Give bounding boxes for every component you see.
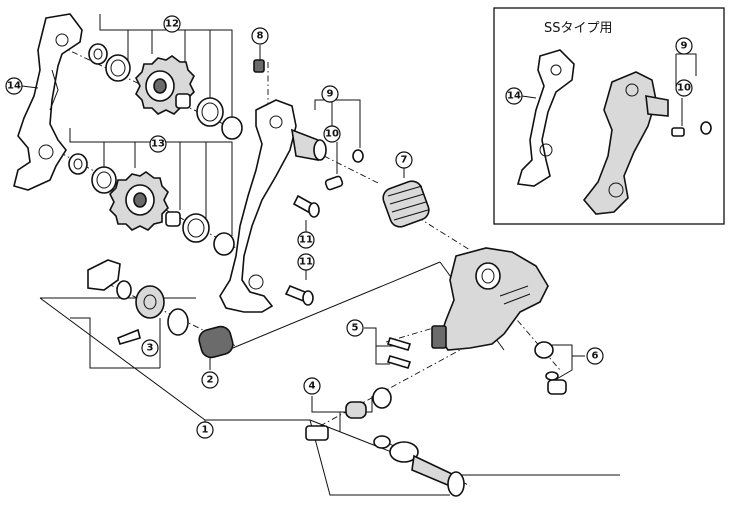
parts-9-10 xyxy=(324,149,364,191)
screws-part-11 xyxy=(284,194,320,306)
callout-9: 9 xyxy=(321,85,339,103)
svg-text:11: 11 xyxy=(299,235,313,246)
spring-part-7 xyxy=(382,180,430,228)
callout-12: 12 xyxy=(163,15,181,33)
svg-text:13: 13 xyxy=(151,139,165,150)
svg-text:12: 12 xyxy=(165,19,179,30)
callout-8: 8 xyxy=(251,27,269,45)
svg-text:8: 8 xyxy=(257,31,264,42)
callout-11-upper: 11 xyxy=(297,231,315,249)
callout-3: 3 xyxy=(141,339,159,357)
adjuster-part-4 xyxy=(305,387,392,441)
svg-text:1: 1 xyxy=(202,425,209,436)
svg-text:2: 2 xyxy=(207,375,214,386)
svg-text:7: 7 xyxy=(401,155,408,166)
callout-14: 14 xyxy=(5,77,23,95)
svg-text:10: 10 xyxy=(677,83,691,94)
callout-5: 5 xyxy=(346,319,364,337)
svg-text:6: 6 xyxy=(592,351,599,362)
inner-plate-part-14 xyxy=(13,13,83,191)
derailleur-body xyxy=(431,247,549,351)
inset-title: SSタイプ用 xyxy=(544,21,613,36)
callout-4: 4 xyxy=(303,377,321,395)
upper-pulley-set-part-12 xyxy=(88,43,243,140)
callout-2: 2 xyxy=(201,371,219,389)
svg-text:10: 10 xyxy=(325,129,339,140)
b-tension-parts xyxy=(87,259,234,359)
svg-text:4: 4 xyxy=(309,381,316,392)
outer-plate xyxy=(219,99,327,313)
mounting-bolt xyxy=(373,435,465,497)
svg-text:9: 9 xyxy=(327,89,334,100)
inset-callout-10: 10 xyxy=(675,79,693,97)
callout-10: 10 xyxy=(323,125,341,143)
callout-1: 1 xyxy=(196,421,214,439)
svg-text:3: 3 xyxy=(147,343,154,354)
inset-callout-9: 9 xyxy=(675,37,693,55)
callout-7: 7 xyxy=(395,151,413,169)
svg-text:11: 11 xyxy=(299,257,313,268)
callout-13: 13 xyxy=(149,135,167,153)
lower-pulley-set-part-13 xyxy=(68,153,235,256)
screws-part-5 xyxy=(386,337,412,369)
screw-part-8 xyxy=(253,59,265,73)
callout-11-lower: 11 xyxy=(297,253,315,271)
callout-6: 6 xyxy=(586,347,604,365)
inset-callout-14: 14 xyxy=(505,87,523,105)
parts-6 xyxy=(534,341,567,395)
svg-text:14: 14 xyxy=(507,91,521,102)
svg-text:14: 14 xyxy=(7,81,21,92)
svg-text:5: 5 xyxy=(352,323,359,334)
svg-text:9: 9 xyxy=(681,41,688,52)
